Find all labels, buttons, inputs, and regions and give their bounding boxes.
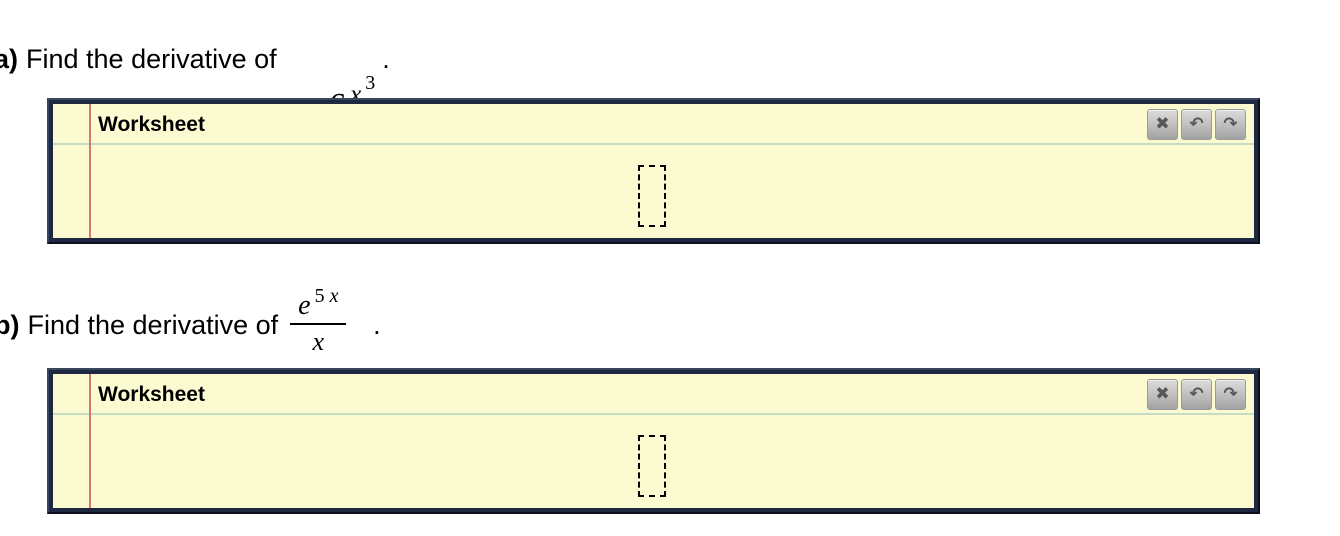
question-a-label: a): [0, 44, 19, 74]
worksheet-panel-a-inner: Worksheet ✖ ↶ ↷: [49, 100, 1258, 242]
worksheet-input-area-a[interactable]: [53, 145, 1254, 238]
redo-button[interactable]: ↷: [1215, 379, 1246, 410]
delete-button[interactable]: ✖: [1147, 109, 1178, 140]
fraction-denominator: x: [312, 327, 325, 356]
undo-button[interactable]: ↶: [1181, 109, 1212, 140]
worksheet-toolbar-b: ✖ ↶ ↷: [1147, 379, 1246, 410]
input-cursor-placeholder-a[interactable]: [637, 165, 666, 227]
worksheet-title: Worksheet: [98, 113, 205, 136]
redo-icon: ↷: [1223, 384, 1238, 404]
redo-button[interactable]: ↷: [1215, 109, 1246, 140]
undo-icon: ↶: [1189, 384, 1204, 404]
math-b-num-exp-coeff: 5: [314, 285, 325, 307]
worksheet-header-separator: [53, 143, 1254, 145]
question-b-prompt: Find the derivative of: [27, 310, 279, 340]
question-a-period: .: [382, 44, 390, 74]
delete-button[interactable]: ✖: [1147, 379, 1178, 410]
undo-icon: ↶: [1189, 114, 1204, 134]
delete-icon: ✖: [1155, 114, 1170, 134]
input-cursor-placeholder-b[interactable]: [637, 435, 666, 497]
worksheet-toolbar-a: ✖ ↶ ↷: [1147, 109, 1246, 140]
question-a-prompt: Find the derivative of: [26, 44, 277, 74]
math-a-exponent-power: 3: [365, 72, 376, 94]
math-b-num-exp-var: x: [329, 285, 339, 307]
worksheet-title: Worksheet: [98, 383, 205, 406]
worksheet-margin-line: [89, 104, 91, 238]
redo-icon: ↷: [1223, 114, 1238, 134]
worksheet-header-separator: [53, 413, 1254, 415]
worksheet-input-area-b[interactable]: [53, 415, 1254, 508]
worksheet-panel-a: Worksheet ✖ ↶ ↷: [47, 98, 1260, 244]
worksheet-margin-line: [89, 374, 91, 508]
undo-button[interactable]: ↶: [1181, 379, 1212, 410]
worksheet-panel-b: Worksheet ✖ ↶ ↷: [47, 368, 1260, 514]
worksheet-panel-b-inner: Worksheet ✖ ↶ ↷: [49, 370, 1258, 512]
delete-icon: ✖: [1155, 384, 1170, 404]
math-b-num-base: e: [298, 290, 311, 321]
question-b-period: .: [373, 310, 381, 340]
math-a-exponent-var: x: [350, 81, 362, 108]
question-b-label: b): [0, 310, 20, 340]
